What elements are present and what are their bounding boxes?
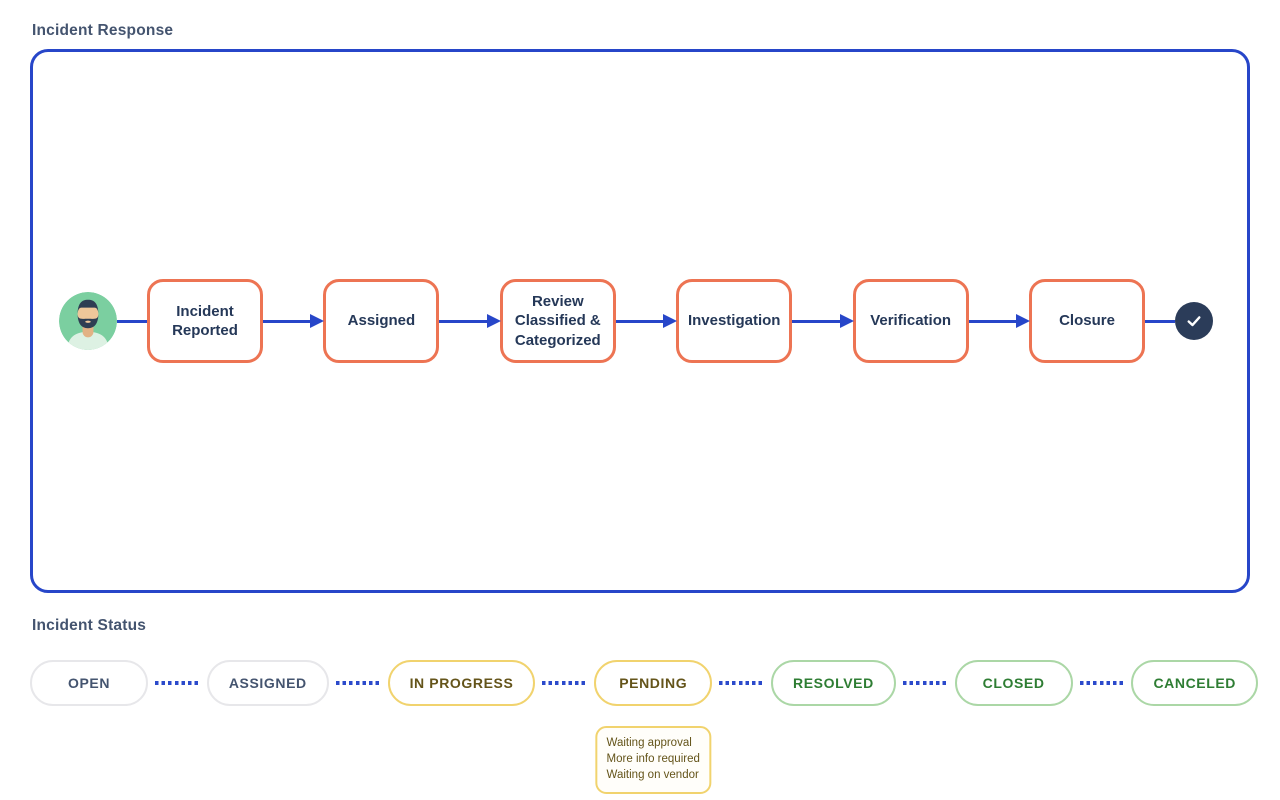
status-badge-open: OPEN [30,660,148,706]
pending-note: Waiting approval [606,737,692,749]
status-badge-canceled: CANCELED [1131,660,1259,706]
reporter-avatar-icon [59,292,117,350]
flow-section-title: Incident Response [32,22,174,39]
dotted-connector [719,681,765,685]
flow-row: Incident Reported Assigned Review Classi… [33,279,1247,363]
status-badge-resolved: RESOLVED [771,660,896,706]
status-slot-canceled: CANCELED [1131,660,1259,706]
dotted-connector [155,681,200,685]
dotted-connector [335,681,381,685]
flow-step-review-classified: Review Classified & Categorized [499,279,616,363]
status-badge-in-progress: IN PROGRESS [387,660,536,706]
status-row: OPEN ASSIGNED IN PROGRESS PENDING Waitin… [30,660,1259,794]
flow-step-closure: Closure [1029,279,1146,363]
status-slot-in-progress: IN PROGRESS [387,660,536,706]
flow-step-assigned: Assigned [323,279,440,363]
status-slot-pending: PENDING Waiting approval More info requi… [594,660,713,794]
page: Incident Response Inc [0,0,1280,706]
flow-diagram-container: Incident Reported Assigned Review Classi… [30,49,1250,593]
check-icon [1175,302,1214,340]
dotted-connector [1079,681,1125,685]
flow-line [1145,319,1176,323]
dotted-connector [902,681,948,685]
status-slot-closed: CLOSED [954,660,1073,706]
status-slot-resolved: RESOLVED [771,660,896,706]
flow-arrow [615,319,665,323]
flow-arrow [792,319,841,323]
flow-arrow [968,319,1018,323]
pending-note: More info required [606,752,700,765]
pending-notes-box: Waiting approval More info required Wait… [595,726,711,794]
flow-step-incident-reported: Incident Reported [147,279,263,363]
status-section-title: Incident Status [32,617,147,634]
flow-step-verification: Verification [852,279,969,363]
status-slot-assigned: ASSIGNED [206,660,329,706]
status-badge-assigned: ASSIGNED [206,660,329,706]
status-slot-open: OPEN [30,660,148,706]
pending-note: Waiting on vendor [606,768,699,781]
status-badge-closed: CLOSED [954,660,1073,706]
dotted-connector [542,681,588,685]
flow-arrow [263,319,312,323]
status-badge-pending: PENDING [594,660,713,706]
flow-line [117,319,147,323]
flow-arrow [439,319,488,323]
flow-step-investigation: Investigation [676,279,793,363]
